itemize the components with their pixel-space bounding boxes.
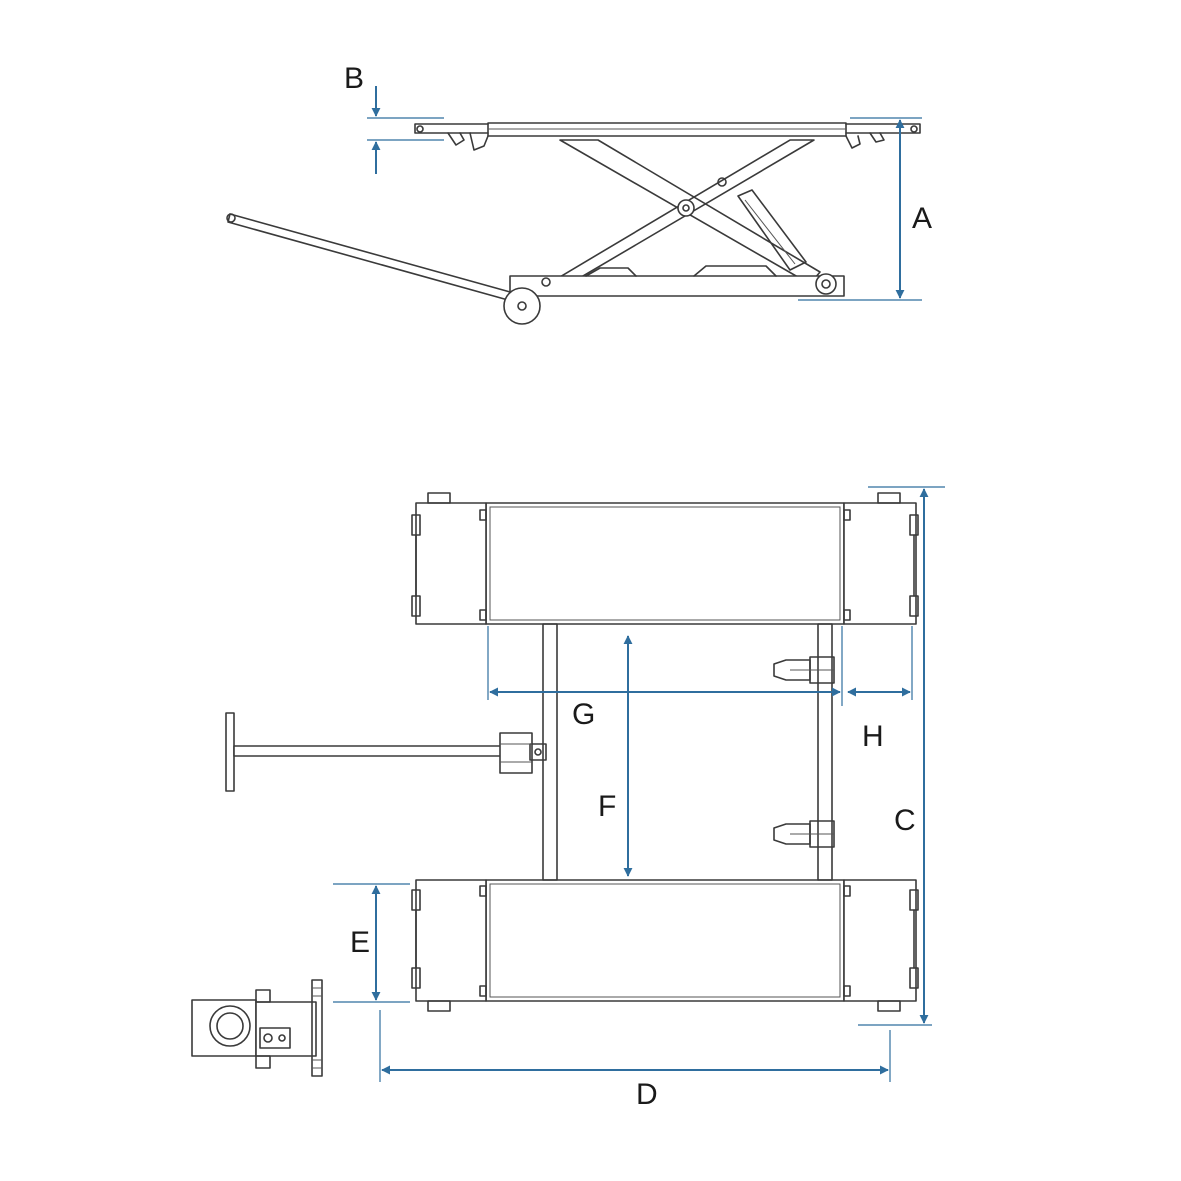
dimension-b: B (344, 62, 444, 174)
top-view (191, 492, 919, 1077)
side-wheel (503, 287, 541, 325)
dimension-g: G (487, 626, 843, 731)
side-platform (414, 122, 921, 151)
cross-rails (542, 623, 833, 881)
label-d: D (636, 1078, 658, 1111)
label-g: G (572, 698, 595, 731)
top-handle (225, 712, 547, 792)
pump-unit (191, 979, 323, 1077)
side-base (509, 265, 845, 297)
dimension-e: E (333, 883, 410, 1003)
label-e: E (350, 926, 370, 959)
label-h: H (862, 720, 884, 753)
runway-upper (411, 492, 919, 625)
scissor-arms (547, 139, 821, 287)
dimension-f: F (598, 635, 633, 877)
dimension-c: C (858, 486, 945, 1026)
label-b: B (344, 62, 364, 95)
dimension-a: A (798, 117, 932, 301)
label-f: F (598, 790, 616, 823)
runway-lower (411, 879, 919, 1012)
dimension-d: D (379, 1010, 891, 1111)
label-c: C (894, 804, 916, 837)
side-view (226, 122, 921, 325)
dimension-h: H (847, 626, 913, 753)
side-handle (226, 213, 511, 301)
rail-clamps (773, 656, 835, 848)
label-a: A (912, 202, 932, 235)
